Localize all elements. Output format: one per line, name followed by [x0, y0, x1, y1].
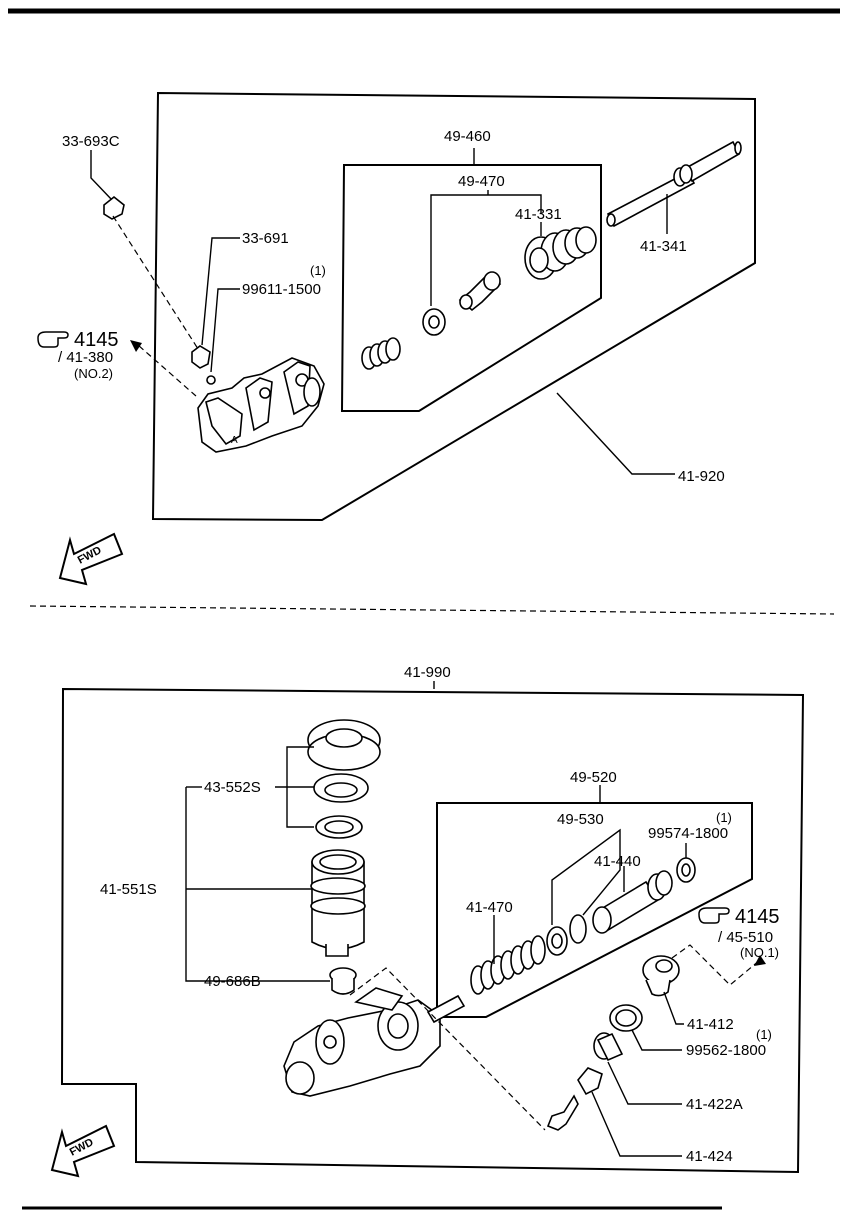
- part-piston-41-440: [592, 870, 673, 934]
- part-grommet-49-686b: [329, 967, 357, 995]
- section-divider: [29, 605, 835, 615]
- fwd-arrow-icon: FWD: [50, 1124, 116, 1178]
- part-cup-seal-top: [422, 308, 446, 336]
- label-ref-no1: (NO.1): [740, 945, 779, 960]
- label-41-422a: 41-422A: [686, 1096, 743, 1113]
- part-boot-41-331: [524, 226, 597, 280]
- label-ref-45-510: / 45-510: [718, 929, 773, 946]
- label-41-341: 41-341: [640, 238, 687, 255]
- part-release-cylinder: A: [197, 357, 325, 453]
- label-33-691: 33-691: [242, 230, 289, 247]
- label-49-530: 49-530: [557, 811, 604, 828]
- label-ref-no2: (NO.2): [74, 366, 113, 381]
- label-99574-qty: (1): [716, 810, 732, 825]
- part-bleeder-41-412: [642, 955, 680, 997]
- label-41-470: 41-470: [466, 899, 513, 916]
- top-section: A FWD 33-693C 49-460 49-470 41-331 41-34…: [37, 91, 756, 586]
- bottom-section: FWD 41-990 43-552S 41-551S 49-686B 49-52…: [50, 664, 805, 1178]
- part-spring-top: [361, 337, 401, 370]
- assembly-boundary-41-920: [151, 91, 756, 522]
- part-reservoir-ring: [313, 773, 369, 803]
- label-99611-qty: (1): [310, 263, 326, 278]
- part-bleeder-screw-33-691: [191, 345, 216, 385]
- part-o-ring-99562: [609, 1004, 643, 1032]
- fwd-arrow-icon: FWD: [58, 532, 124, 586]
- label-41-331: 41-331: [515, 206, 562, 223]
- part-cup-49-530: [546, 914, 587, 956]
- kit-boundary-49-460: [340, 164, 602, 412]
- part-spring-41-470: [470, 935, 546, 995]
- part-bleeder-cap-33-693c: [90, 150, 125, 220]
- part-master-cylinder: [283, 987, 466, 1097]
- part-check-valve-41-424: [546, 1067, 603, 1131]
- label-ref-4145-bottom: 4145: [735, 906, 780, 928]
- hand-pointer-icon: [37, 331, 69, 348]
- label-41-424: 41-424: [686, 1148, 733, 1165]
- label-99574-1800: 99574-1800: [648, 825, 728, 842]
- label-41-920: 41-920: [678, 468, 725, 485]
- label-33-693c: 33-693C: [62, 133, 120, 150]
- label-ref-41-380: / 41-380: [58, 349, 113, 366]
- part-reservoir-cap: [307, 719, 381, 771]
- label-99562-qty: (1): [756, 1027, 772, 1042]
- label-43-552s: 43-552S: [204, 779, 261, 796]
- part-piston-top: [458, 271, 502, 312]
- hand-pointer-icon: [698, 907, 730, 924]
- assembly-boundary-41-990: [60, 687, 805, 1174]
- label-41-990: 41-990: [404, 664, 451, 681]
- part-snap-ring-99574: [676, 857, 696, 883]
- kit-boundary-49-520: [436, 802, 753, 1018]
- label-41-440: 41-440: [594, 853, 641, 870]
- label-41-551s: 41-551S: [100, 881, 157, 898]
- svg-text:A: A: [231, 435, 238, 446]
- part-reservoir-41-551s: [310, 849, 366, 957]
- label-41-412: 41-412: [687, 1016, 734, 1033]
- label-99562-1800: 99562-1800: [686, 1042, 766, 1059]
- part-valve-41-422a: [593, 1032, 624, 1062]
- label-ref-4145-top: 4145: [74, 329, 119, 351]
- label-49-686b: 49-686B: [204, 973, 261, 990]
- part-push-rod-41-341: [606, 140, 742, 228]
- label-49-460: 49-460: [444, 128, 491, 145]
- label-49-520: 49-520: [570, 769, 617, 786]
- label-99611-1500: 99611-1500: [242, 281, 321, 298]
- label-49-470: 49-470: [458, 173, 505, 190]
- part-reservoir-gasket: [315, 815, 363, 839]
- bracket-49-470: [430, 194, 542, 306]
